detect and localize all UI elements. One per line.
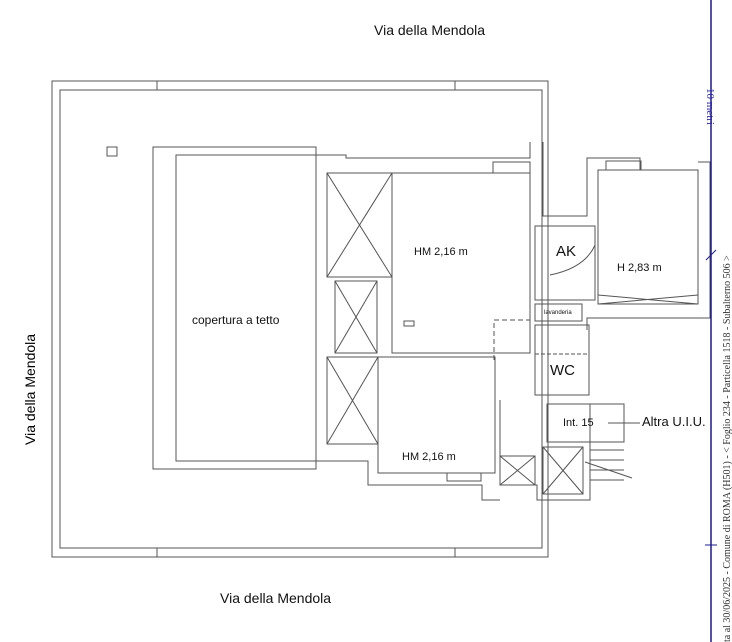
top-railing (156, 80, 456, 91)
outer-wall (51, 80, 549, 558)
room-label-hm-upper: HM 2,16 m (414, 246, 468, 258)
room-ak (534, 225, 596, 301)
street-label-bottom: Via della Mendola (220, 590, 332, 606)
room-label-hm-lower: HM 2,16 m (402, 451, 456, 463)
bottom-railing (156, 547, 456, 558)
void-2 (334, 280, 378, 354)
room-lavanderia (534, 303, 583, 322)
vent (106, 146, 118, 157)
label-altra-uiu: Altra U.I.U. (642, 414, 706, 429)
window-top (492, 161, 531, 174)
room-h-right (597, 169, 699, 305)
stairs (584, 449, 633, 481)
room-label-ak: AK (556, 243, 577, 260)
roof-inner (175, 154, 317, 462)
window-bottom (446, 472, 482, 482)
window-h (605, 160, 642, 171)
room-label-wc: WC (550, 362, 575, 379)
void-4 (499, 455, 536, 486)
roof-label: copertura a tetto (192, 313, 280, 327)
street-label-top: Via della Mendola (374, 22, 486, 38)
scale-label: 10 metri (704, 88, 716, 125)
void-5 (542, 446, 584, 495)
street-label-left: Via della Mendola (22, 333, 38, 445)
room-label-int: Int. 15 (563, 417, 594, 429)
room-label-h: H 2,83 m (617, 262, 662, 274)
inner-terrace-line (59, 89, 543, 549)
room-wc (534, 324, 590, 396)
void-1 (326, 172, 393, 278)
void-3 (326, 356, 379, 445)
room-label-lavanderia: lavanderia (544, 310, 572, 316)
roof-outline (152, 146, 317, 470)
floor-vent (403, 320, 415, 327)
cadastral-footer: ta al 30/06/2025 - Comune di ROMA (H501)… (722, 255, 732, 642)
